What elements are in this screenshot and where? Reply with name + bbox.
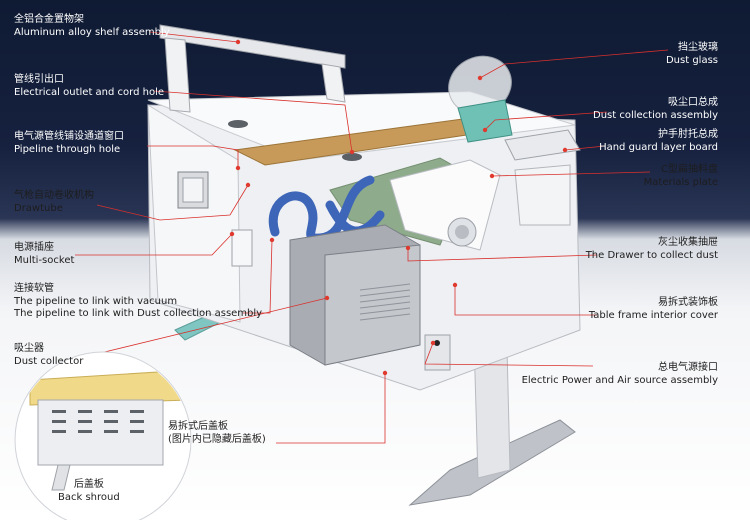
label-hand-guard: 护手肘托总成 Hand guard layer board — [599, 129, 718, 154]
label-shelf-en: Aluminum alloy shelf assembly — [14, 26, 170, 38]
leader-dots — [229, 39, 568, 376]
label-outlet-en: Electrical outlet and cord hole — [14, 86, 165, 98]
label-hose-zh: 连接软管 — [14, 283, 54, 294]
hand-guard-box — [514, 164, 571, 226]
label-frame-cover-en: Table frame interior cover — [588, 309, 718, 321]
label-dust-collection-zh: 吸尘口总成 — [668, 97, 718, 108]
label-hose-en2: The pipeline to link with Dust collectio… — [14, 308, 263, 319]
back-shroud-inset-art — [29, 369, 190, 491]
label-drawer: 灰尘收集抽屉 The Drawer to collect dust — [586, 237, 718, 262]
label-shelf-zh: 全铝合金置物架 — [14, 14, 84, 25]
label-power-air-en: Electric Power and Air source assembly — [521, 374, 718, 386]
label-pipeline-hole-zh: 电气源管线铺设通道窗口 — [14, 131, 124, 142]
label-dust-collection: 吸尘口总成 Dust collection assembly — [593, 97, 718, 122]
label-dust-glass-en: Dust glass — [665, 54, 718, 66]
label-back-shroud-en: Back shroud — [58, 491, 120, 503]
label-drawtube-zh: 气枪自动卷收机构 — [14, 190, 94, 201]
dust-collector-front — [324, 244, 421, 366]
label-collector: 吸尘器 Dust collector — [14, 343, 83, 368]
multi-socket — [231, 229, 253, 267]
label-socket-zh: 电源插座 — [14, 242, 54, 253]
label-frame-cover-zh: 易拆式装饰板 — [658, 297, 718, 308]
label-hand-guard-zh: 护手肘托总成 — [658, 129, 718, 140]
label-dust-glass-zh: 挡尘玻璃 — [678, 42, 718, 53]
label-hose-en1: The pipeline to link with vacuum — [14, 295, 178, 307]
label-socket: 电源插座 Multi-socket — [14, 242, 74, 267]
label-drawer-en: The Drawer to collect dust — [585, 249, 718, 261]
label-power-air: 总电气源接口 Electric Power and Air source ass… — [522, 362, 718, 387]
blue-hose — [268, 175, 375, 243]
label-rear-cover: 易拆式后盖板 (图片内已隐藏后盖板) — [168, 421, 266, 446]
shelf-leg-right — [321, 63, 346, 103]
label-pipeline-hole: 电气源管线铺设通道窗口 Pipeline through hole — [14, 131, 124, 156]
label-back-shroud: 后盖板 Back shroud — [58, 479, 120, 504]
dust-collection-nozzle — [457, 99, 513, 143]
hand-guard — [504, 129, 581, 161]
left-side-panel — [147, 104, 241, 323]
label-hose: 连接软管 The pipeline to link with vacuum Th… — [14, 283, 262, 321]
pipeline-window-inner — [182, 177, 204, 203]
label-materials-plate-en: Materials plate — [643, 176, 718, 188]
label-collector-zh: 吸尘器 — [14, 343, 44, 354]
label-power-air-zh: 总电气源接口 — [658, 362, 718, 373]
label-back-shroud-zh: 后盖板 — [73, 479, 104, 490]
label-outlet: 管线引出口 Electrical outlet and cord hole — [14, 74, 164, 99]
label-pipeline-hole-en: Pipeline through hole — [14, 143, 121, 155]
top-outlet-hole — [228, 120, 248, 128]
label-dust-collection-en: Dust collection assembly — [593, 109, 718, 121]
label-drawtube-en: Drawtube — [14, 202, 63, 214]
label-hand-guard-en: Hand guard layer board — [599, 141, 718, 153]
leader-lines — [75, 31, 669, 444]
power-connector — [434, 340, 440, 346]
label-dust-glass: 挡尘玻璃 Dust glass — [666, 42, 718, 67]
label-outlet-zh: 管线引出口 — [14, 74, 64, 85]
dust-collector-grille — [359, 283, 411, 321]
label-frame-cover: 易拆式装饰板 Table frame interior cover — [589, 297, 718, 322]
center-outlet-hole — [342, 153, 362, 161]
shelf-top — [159, 24, 346, 69]
label-materials-plate: C型扁抽料盘 Materials plate — [644, 164, 718, 189]
label-drawtube: 气枪自动卷收机构 Drawtube — [14, 190, 94, 215]
label-drawer-zh: 灰尘收集抽屉 — [658, 237, 718, 248]
label-rear-cover-zh: 易拆式后盖板 — [168, 421, 228, 432]
drawer-fan-center — [455, 225, 469, 239]
label-shelf: 全铝合金置物架 Aluminum alloy shelf assembly — [14, 14, 170, 39]
label-materials-plate-zh: C型扁抽料盘 — [661, 164, 718, 175]
label-socket-en: Multi-socket — [14, 254, 75, 266]
label-rear-cover-zh2: (图片内已隐藏后盖板) — [168, 433, 266, 445]
label-collector-en: Dust collector — [14, 355, 84, 367]
